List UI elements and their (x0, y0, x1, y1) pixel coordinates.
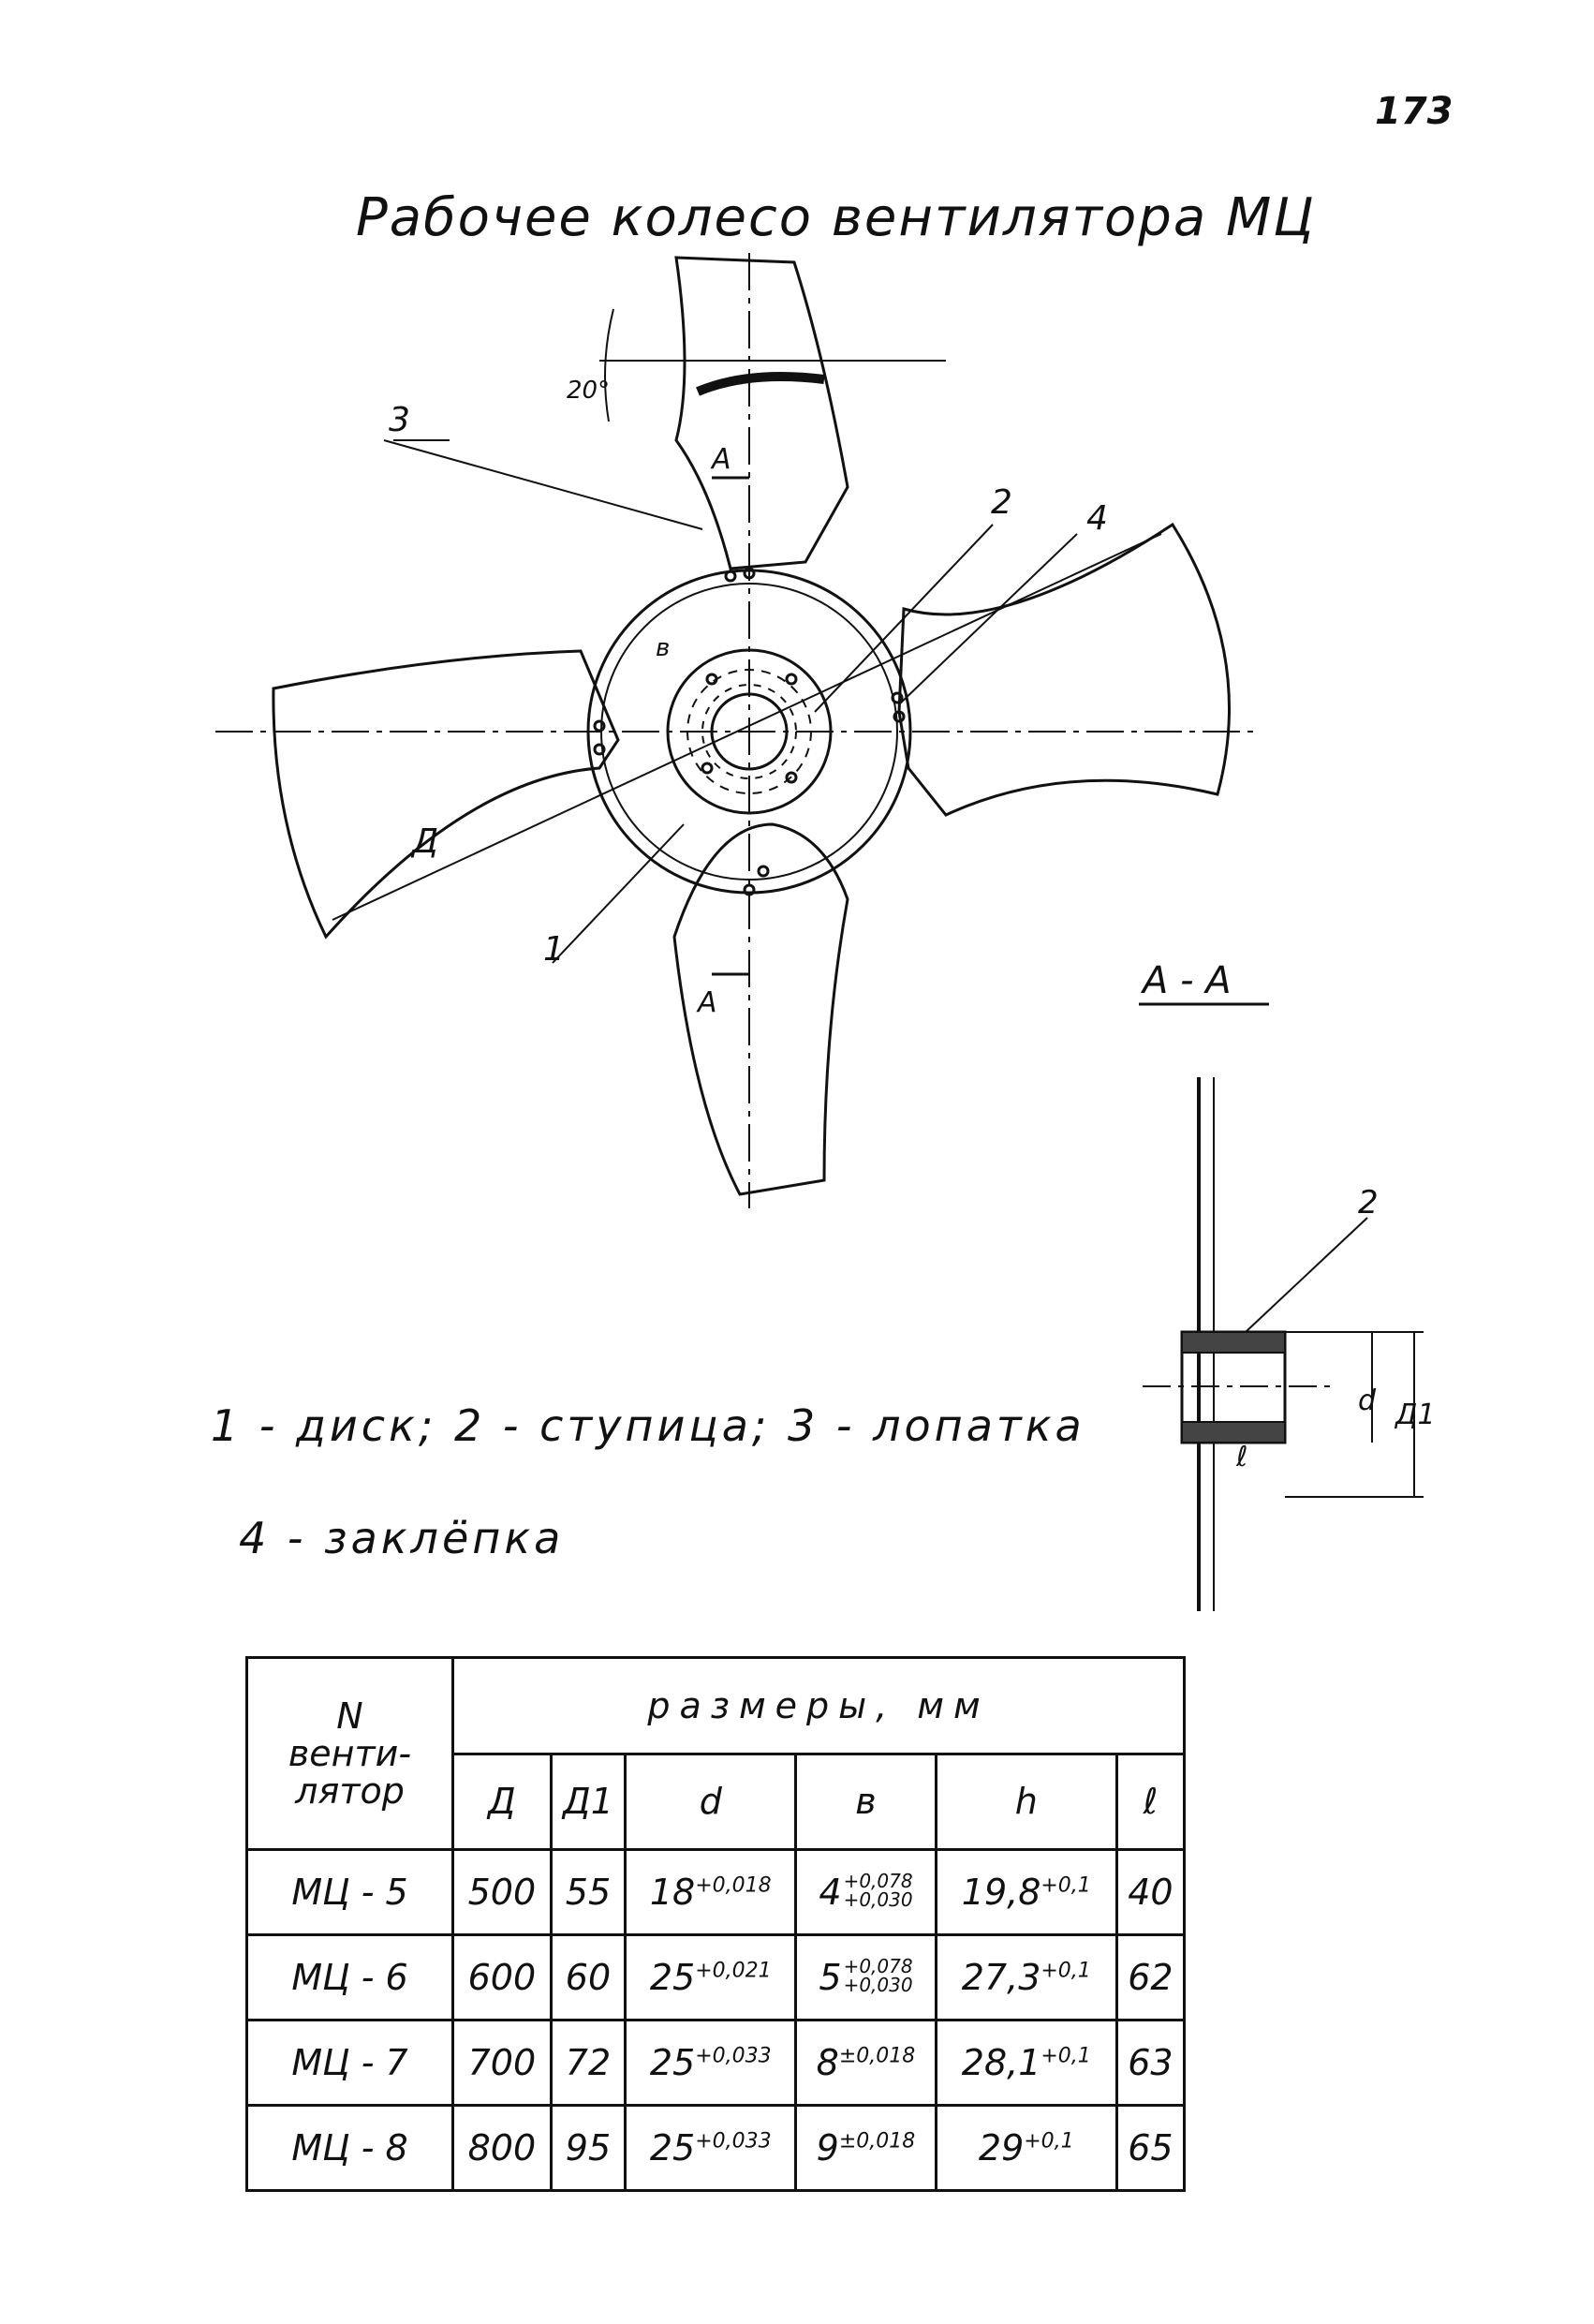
header-n: N (336, 1695, 363, 1737)
cell-h-value: 19,8 (961, 1872, 1041, 1913)
col-D1: Д1 (549, 1752, 627, 1851)
cell-h-value: 29 (978, 2127, 1025, 2169)
cell-b-tol-lo: +0,030 (843, 1888, 913, 1911)
cell-h-tol: +0,1 (1041, 2044, 1091, 2068)
hub-outer (666, 648, 833, 815)
blade-right (897, 522, 1231, 817)
dimensions-table: N венти- лятор размеры, мм Д Д1 d в h ℓ … (245, 1656, 1187, 2192)
cell-l: 63 (1114, 2019, 1187, 2107)
cell-D: 600 (451, 1933, 553, 2021)
row-name: МЦ - 8 (245, 2104, 454, 2192)
cell-b-tol-up: +0,078 (843, 1955, 913, 1977)
drawing-title: Рабочее колесо вентилятора МЦ (356, 187, 1316, 248)
cell-b-tol-up: +0,078 (843, 1870, 913, 1892)
page-number: 173 (1375, 90, 1454, 133)
cell-h-tol: +0,1 (1041, 1873, 1091, 1898)
col-h: h (934, 1752, 1118, 1851)
table-row: МЦ - 6 600 60 25+0,021 5+0,078+0,030 27,… (245, 1933, 1187, 2021)
cell-h: 29+0,1 (934, 2104, 1118, 2192)
label-disk: 1 (543, 930, 565, 969)
cell-h: 19,8+0,1 (934, 1848, 1118, 1936)
cell-l: 40 (1114, 1848, 1187, 1936)
label-angle: 20° (567, 377, 610, 405)
cell-b-tol-up: ±0,018 (838, 2044, 916, 2068)
cell-D1: 95 (549, 2104, 627, 2192)
cell-b-value: 9 (816, 2127, 839, 2169)
header-dimensions: размеры, мм (451, 1656, 1186, 1755)
cell-h-value: 27,3 (961, 1957, 1041, 1998)
blade-bottom (672, 822, 849, 1196)
label-section-bottom: А (696, 986, 717, 1019)
cell-d: 25+0,021 (624, 1933, 798, 2021)
cell-b-tol-up: ±0,018 (838, 2129, 916, 2154)
legend-line-2: 4 - заклёпка (239, 1513, 565, 1563)
label-section-top: А (710, 443, 731, 476)
table-row: МЦ - 7 700 72 25+0,033 8±0,018 28,1+0,1 … (245, 2019, 1187, 2107)
cell-D: 700 (451, 2019, 553, 2107)
header-n-line3: лятор (295, 1770, 405, 1812)
disk-outer (586, 569, 912, 895)
cell-l: 65 (1114, 2104, 1187, 2192)
cell-b-tol-lo: +0,030 (843, 1974, 913, 1996)
col-D: Д (451, 1752, 553, 1851)
header-n-line2: венти- (288, 1733, 412, 1774)
row-name: МЦ - 7 (245, 2019, 454, 2107)
hub-bore (710, 692, 789, 771)
cell-D1: 60 (549, 1933, 627, 2021)
cell-b-value: 8 (816, 2042, 839, 2083)
row-name: МЦ - 6 (245, 1933, 454, 2021)
cell-d-tol: +0,033 (695, 2129, 772, 2154)
label-diameter-D: Д (410, 822, 438, 861)
blade-left (272, 649, 620, 940)
cell-d: 25+0,033 (624, 2019, 798, 2107)
cell-b-value: 4 (819, 1872, 842, 1913)
blade-top (674, 256, 849, 570)
cell-d-value: 25 (649, 1957, 696, 1998)
col-d: d (624, 1752, 798, 1851)
label-section-hub: 2 (1358, 1184, 1379, 1221)
cell-d: 18+0,018 (624, 1848, 798, 1936)
cell-D: 500 (451, 1848, 553, 1936)
label-hub-D1: Д1 (1394, 1399, 1436, 1431)
cell-h: 27,3+0,1 (934, 1933, 1118, 2021)
label-hub: 2 (991, 483, 1012, 522)
cell-d-value: 25 (649, 2127, 696, 2169)
cell-b: 5+0,078+0,030 (794, 1933, 937, 2021)
cell-d-value: 18 (649, 1872, 696, 1913)
cell-D: 800 (451, 2104, 553, 2192)
label-hub-d: d (1358, 1384, 1377, 1417)
cell-D1: 72 (549, 2019, 627, 2107)
cell-D1: 55 (549, 1848, 627, 1936)
label-b: в (656, 634, 670, 662)
label-hub-l: ℓ (1235, 1441, 1247, 1473)
label-rivet: 4 (1086, 499, 1108, 538)
cell-d-tol: +0,021 (695, 1959, 772, 1983)
table-row: МЦ - 8 800 95 25+0,033 9±0,018 29+0,1 65 (245, 2104, 1187, 2192)
label-section-title: А - А (1140, 959, 1232, 1002)
cell-b: 9±0,018 (794, 2104, 937, 2192)
cell-h: 28,1+0,1 (934, 2019, 1118, 2107)
legend-line-1: 1 - диск; 2 - ступица; 3 - лопатка (211, 1400, 1085, 1451)
col-b: в (794, 1752, 937, 1851)
cell-h-tol: +0,1 (1041, 1959, 1091, 1983)
cell-d: 25+0,033 (624, 2104, 798, 2192)
cell-d-tol: +0,033 (695, 2044, 772, 2068)
cell-b: 8±0,018 (794, 2019, 937, 2107)
header-fan-number: N венти- лятор (245, 1656, 454, 1851)
cell-l: 62 (1114, 1933, 1187, 2021)
col-l: ℓ (1114, 1752, 1187, 1851)
hub-bolt-circle (686, 669, 812, 794)
row-name: МЦ - 5 (245, 1848, 454, 1936)
hub-bore-dashed (701, 684, 797, 779)
cell-b: 4+0,078+0,030 (794, 1848, 937, 1936)
table-row: МЦ - 5 500 55 18+0,018 4+0,078+0,030 19,… (245, 1848, 1187, 1936)
cell-h-value: 28,1 (961, 2042, 1041, 2083)
label-blade: 3 (389, 401, 410, 439)
cell-h-tol: +0,1 (1024, 2129, 1074, 2154)
cell-d-value: 25 (649, 2042, 696, 2083)
cell-b-value: 5 (819, 1957, 842, 1998)
cell-d-tol: +0,018 (695, 1873, 772, 1898)
